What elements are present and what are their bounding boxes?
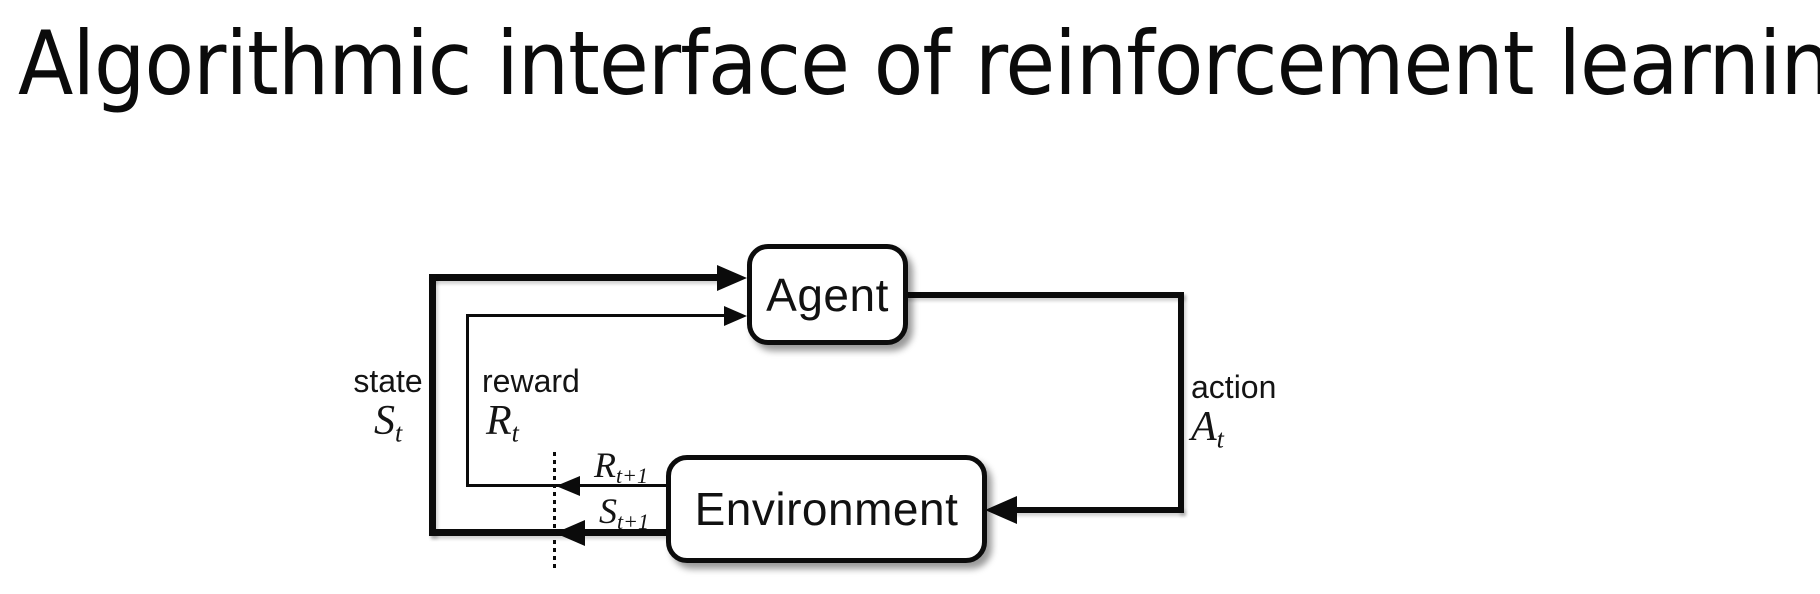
state-to-agent-arrowhead-icon <box>717 265 747 291</box>
action-symbol: At <box>1191 404 1224 454</box>
state-edge-word: state <box>353 363 423 399</box>
reward-line-top <box>466 314 726 317</box>
slide-title: Algorithmic interface of reinforcement l… <box>18 12 1820 115</box>
reward-to-agent-arrowhead-icon <box>724 306 747 326</box>
next-reward-symbol: Rt+1 <box>594 445 648 489</box>
state-symbol: St <box>374 398 403 448</box>
next-reward-symbol-subscript: t+1 <box>616 463 648 489</box>
environment-node-label: Environment <box>694 483 959 535</box>
action-to-environment-arrowhead-icon <box>985 496 1017 524</box>
state-line-top <box>429 274 723 281</box>
next-state-symbol-subscript: t+1 <box>617 509 649 535</box>
reward-symbol: Rt <box>486 398 519 448</box>
next-state-symbol: St+1 <box>599 491 649 535</box>
agent-node-label: Agent <box>766 268 889 321</box>
next-state-line <box>429 529 671 536</box>
reward-edge-word: reward <box>482 363 580 399</box>
reward-line-vertical <box>466 314 469 487</box>
next-state-arrowhead-icon <box>555 520 585 546</box>
state-line-vertical <box>429 274 436 536</box>
action-line-top <box>903 292 1184 298</box>
state-symbol-subscript: t <box>395 418 403 448</box>
time-step-divider-dashed-line <box>553 452 556 570</box>
action-line-bottom <box>1008 507 1184 513</box>
agent-node: Agent <box>747 244 908 345</box>
environment-node: Environment <box>666 455 987 563</box>
next-reward-arrowhead-icon <box>556 476 580 496</box>
reward-symbol-subscript: t <box>511 418 519 448</box>
action-line-vertical <box>1178 292 1184 513</box>
action-symbol-subscript: t <box>1216 424 1224 454</box>
action-edge-word: action <box>1191 369 1277 405</box>
